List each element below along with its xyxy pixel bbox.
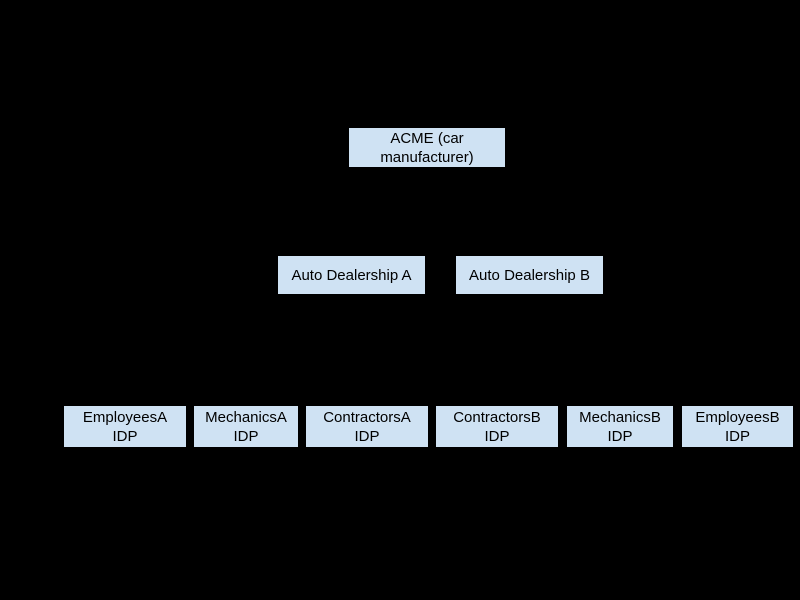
node-auto-dealership-a: Auto Dealership A — [277, 255, 426, 295]
node-auto-dealership-b-label: Auto Dealership B — [469, 266, 590, 284]
node-employees-a-idp-label: EmployeesA IDP — [82, 408, 168, 445]
node-mechanics-b-idp-label: MechanicsB IDP — [579, 408, 661, 445]
node-auto-dealership-b: Auto Dealership B — [455, 255, 604, 295]
node-mechanics-a-idp-label: MechanicsA IDP — [205, 408, 287, 445]
node-acme: ACME (car manufacturer) — [348, 127, 506, 168]
node-mechanics-a-idp: MechanicsA IDP — [193, 405, 299, 448]
node-contractors-a-idp: ContractorsA IDP — [305, 405, 429, 448]
node-mechanics-b-idp: MechanicsB IDP — [566, 405, 674, 448]
node-contractors-b-idp-label: ContractorsB IDP — [453, 408, 541, 445]
node-acme-label: ACME (car manufacturer) — [380, 129, 474, 166]
node-contractors-b-idp: ContractorsB IDP — [435, 405, 559, 448]
node-employees-a-idp: EmployeesA IDP — [63, 405, 187, 448]
node-employees-b-idp: EmployeesB IDP — [681, 405, 794, 448]
node-auto-dealership-a-label: Auto Dealership A — [291, 266, 412, 284]
node-contractors-a-idp-label: ContractorsA IDP — [323, 408, 411, 445]
node-employees-b-idp-label: EmployeesB IDP — [695, 408, 780, 445]
